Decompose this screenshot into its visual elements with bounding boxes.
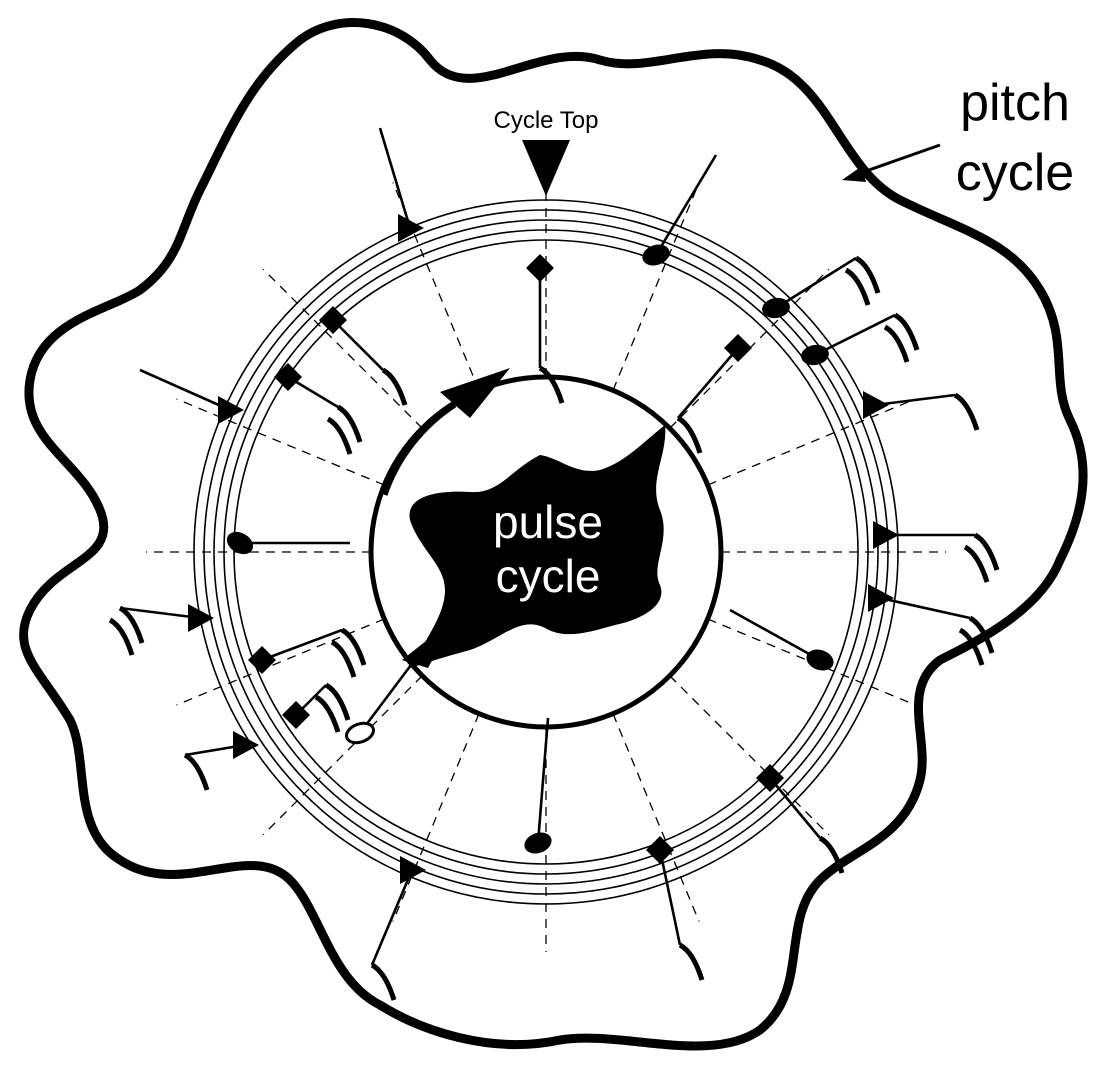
note-glyph-5	[678, 334, 752, 453]
note-stem	[372, 870, 412, 965]
note-glyph-8	[868, 584, 992, 665]
note-flag	[316, 697, 338, 732]
note-head-triangle	[868, 584, 894, 612]
note-glyph-22	[319, 306, 405, 405]
note-stem	[875, 395, 955, 405]
note-glyph-21	[274, 363, 360, 454]
spoke-7	[670, 676, 829, 835]
note-head-triangle	[188, 604, 214, 632]
spoke-12	[176, 619, 384, 705]
note-glyph-20	[140, 370, 244, 424]
note-glyph-3	[760, 258, 878, 320]
spoke-11	[263, 676, 422, 835]
note-flag	[332, 642, 354, 677]
note-flag	[680, 945, 702, 980]
pitch-cycle-pointer-head	[842, 166, 866, 182]
note-stem	[360, 653, 420, 733]
note-glyph-19	[223, 527, 350, 558]
note-glyph-16	[344, 653, 420, 746]
note-glyph-4	[799, 315, 917, 367]
note-flag	[540, 368, 562, 403]
note-stem	[140, 370, 230, 410]
note-stem	[262, 630, 342, 660]
note-head-oval	[223, 527, 257, 558]
note-flag	[372, 965, 394, 1000]
note-glyph-6	[863, 391, 977, 430]
note-head-diamond	[248, 646, 276, 674]
note-glyph-10	[756, 764, 842, 873]
note-stem	[730, 610, 820, 660]
note-glyph-2	[639, 155, 716, 269]
note-stem	[776, 258, 856, 308]
note-stem	[660, 850, 680, 945]
note-flag	[110, 620, 132, 655]
note-glyph-9	[730, 610, 837, 674]
note-stem	[678, 348, 738, 418]
note-head-diamond	[274, 363, 302, 391]
note-flag	[885, 327, 907, 362]
note-glyph-14	[185, 731, 259, 790]
note-glyph-13	[372, 856, 426, 1000]
note-flag	[328, 419, 350, 454]
pulse-direction-arrow-left	[385, 405, 455, 495]
note-glyph-17	[248, 630, 364, 677]
note-glyph-18	[110, 604, 214, 655]
note-head-oval	[799, 343, 830, 368]
pitch-cycle-label-line1: pitch	[960, 74, 1070, 132]
note-stem	[380, 128, 410, 228]
note-head-diamond	[526, 254, 554, 282]
note-stem	[333, 320, 383, 370]
pitch-cycle-pointer-line	[852, 145, 940, 176]
note-flag	[185, 755, 207, 790]
note-glyph-23	[380, 128, 424, 242]
note-flag	[965, 547, 987, 582]
spoke-15	[263, 269, 422, 428]
note-glyph-12	[521, 718, 554, 857]
spoke-8	[613, 714, 699, 922]
note-glyph-1	[526, 254, 562, 403]
note-head-open	[344, 720, 376, 746]
spoke-14	[176, 399, 384, 485]
pulse-cycle-label-line2: cycle	[496, 550, 601, 602]
note-flag	[846, 270, 868, 305]
note-head-triangle	[873, 521, 899, 549]
cycle-top-label: Cycle Top	[494, 107, 599, 134]
note-head-oval	[521, 829, 554, 857]
note-glyph-15	[282, 685, 348, 732]
note-flag	[955, 395, 977, 430]
spoke-4	[708, 399, 916, 485]
pitch-cycle-label-line2: cycle	[956, 144, 1074, 202]
pulse-cycle-label-line1: pulse	[493, 496, 603, 548]
spoke-2	[613, 182, 699, 390]
spoke-10	[393, 714, 479, 922]
